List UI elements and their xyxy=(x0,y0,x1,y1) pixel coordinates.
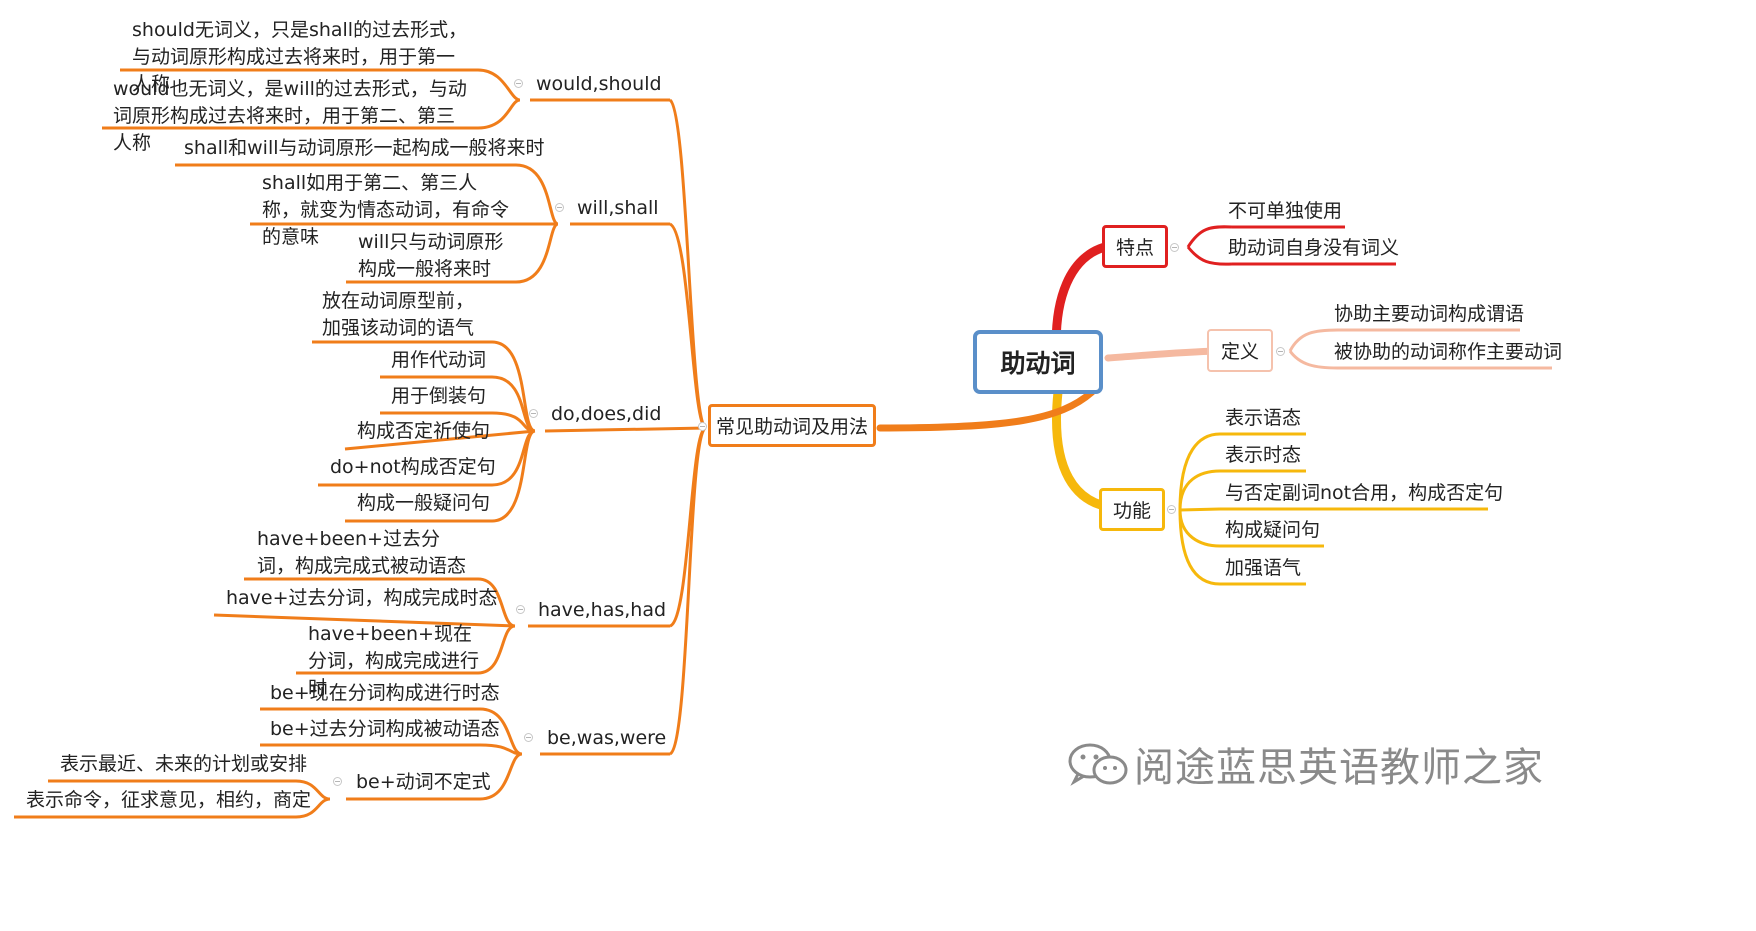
leaf-gongneng-2: 表示时态 xyxy=(1225,444,1302,466)
node-hub-label: 常见助动词及用法 xyxy=(715,416,868,438)
collapse-toggle-tedian[interactable] xyxy=(1170,243,1179,252)
collapse-toggle-gongneng[interactable] xyxy=(1167,505,1176,514)
node-will-shall[interactable]: will,shall xyxy=(577,197,659,219)
leaf-do-4: 构成否定祈使句 xyxy=(357,420,491,442)
node-tedian[interactable]: 特点 xyxy=(1102,225,1168,268)
leaf-have-3: have+been+现在分词，构成完成进行时 xyxy=(308,623,480,699)
node-dingyi[interactable]: 定义 xyxy=(1207,329,1273,372)
root-label: 助动词 xyxy=(1000,349,1076,378)
collapse-toggle-be-infinitive[interactable] xyxy=(333,777,342,786)
leaf-be-2: be+过去分词构成被动语态 xyxy=(270,718,500,740)
leaf-will-shall-2: shall如用于第二、第三人称，就变为情态动词，有命令的意味 xyxy=(262,172,510,248)
leaf-do-6: 构成一般疑问句 xyxy=(357,492,491,514)
leaf-tedian-1: 不可单独使用 xyxy=(1228,200,1343,222)
leaf-do-1: 放在动词原型前，加强该动词的语气 xyxy=(322,290,475,339)
leaf-gongneng-3: 与否定副词not合用，构成否定句 xyxy=(1225,482,1504,504)
collapse-toggle-do-does-did[interactable] xyxy=(529,409,538,418)
leaf-have-1: have+been+过去分词，构成完成式被动语态 xyxy=(257,528,467,577)
wechat-icon xyxy=(1068,743,1128,786)
leaf-will-shall-1: shall和will与动词原形一起构成一般将来时 xyxy=(184,137,545,159)
leaf-do-2: 用作代动词 xyxy=(391,349,487,371)
watermark: 阅途蓝思英语教师之家 xyxy=(1064,735,1544,793)
branch-root-hub xyxy=(876,388,1096,432)
node-do-does-did[interactable]: do,does,did xyxy=(551,403,662,425)
leaf-do-5: do+not构成否定句 xyxy=(330,456,496,478)
collapse-toggle-dingyi[interactable] xyxy=(1276,347,1285,356)
leaf-would-should-2: would也无词义，是will的过去形式，与动词原形构成过去将来时，用于第二、第… xyxy=(113,78,467,154)
leaf-dingyi-2: 被协助的动词称作主要动词 xyxy=(1334,341,1563,363)
watermark-text: 阅途蓝思英语教师之家 xyxy=(1134,745,1544,791)
leaf-do-3: 用于倒装句 xyxy=(391,385,487,407)
leaf-be-1: be+现在分词构成进行时态 xyxy=(270,682,500,704)
leaf-dingyi-1: 协助主要动词构成谓语 xyxy=(1334,303,1525,325)
node-be-was-were[interactable]: be,was,were xyxy=(547,727,667,749)
leaf-have-2: have+过去分词，构成完成时态 xyxy=(226,587,498,609)
leaf-be-infinitive-2: 表示命令，征求意见，相约，商定 xyxy=(26,789,312,811)
node-gongneng[interactable]: 功能 xyxy=(1099,488,1165,531)
leaf-tedian-2: 助动词自身没有词义 xyxy=(1228,237,1400,259)
collapse-toggle-will-shall[interactable] xyxy=(555,203,564,212)
node-gongneng-label: 功能 xyxy=(1112,500,1151,522)
leaf-be-infinitive-1: 表示最近、未来的计划或安排 xyxy=(60,753,308,775)
node-be-infinitive[interactable]: be+动词不定式 xyxy=(356,771,491,793)
node-have-has-had[interactable]: have,has,had xyxy=(538,599,667,621)
leaf-gongneng-1: 表示语态 xyxy=(1225,407,1302,429)
leaf-gongneng-4: 构成疑问句 xyxy=(1225,519,1321,541)
branch-root-dingyi xyxy=(1104,347,1222,362)
collapse-toggle-have-has-had[interactable] xyxy=(516,605,525,614)
leaf-gongneng-5: 加强语气 xyxy=(1225,557,1302,579)
collapse-toggle-would-should[interactable] xyxy=(514,79,523,88)
collapse-toggle-hub[interactable] xyxy=(698,422,707,431)
node-tedian-label: 特点 xyxy=(1115,237,1154,259)
node-would-should[interactable]: would,should xyxy=(536,73,662,95)
collapse-toggle-be-was-were[interactable] xyxy=(524,733,533,742)
leaf-would-should-1: should无词义，只是shall的过去形式，与动词原形构成过去将来时，用于第一… xyxy=(132,19,468,95)
root-node[interactable]: 助动词 xyxy=(973,330,1103,394)
node-hub[interactable]: 常见助动词及用法 xyxy=(708,404,876,447)
leaf-will-shall-3: will只与动词原形构成一般将来时 xyxy=(358,231,504,280)
node-dingyi-label: 定义 xyxy=(1220,341,1259,363)
